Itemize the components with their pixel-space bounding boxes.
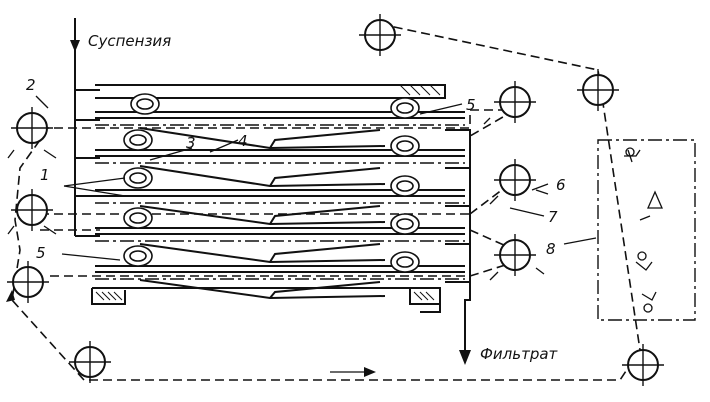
roller-right-1 [494, 81, 536, 123]
suspension-label: Суспензия [88, 32, 171, 50]
callout-1: 1 [40, 166, 50, 184]
left-seal-tubes [123, 93, 160, 267]
roller-right-2 [494, 159, 536, 201]
callout-2: 2 [26, 76, 36, 94]
washer-box [597, 139, 696, 321]
roller-top-right [577, 69, 619, 111]
roller-left-3 [7, 261, 49, 303]
callout-4: 4 [238, 132, 248, 150]
filtrate-label: Фильтрат [480, 345, 559, 363]
callout-6: 6 [556, 176, 566, 194]
roller-bottom-right [622, 344, 664, 386]
roller-top [359, 14, 401, 56]
callout-5-bottom: 5 [36, 244, 46, 262]
callout-8: 8 [546, 240, 556, 258]
roller-right-3 [494, 234, 536, 276]
callout-7: 7 [548, 208, 558, 226]
callout-3: 3 [186, 134, 196, 152]
filter-cloth-belt [11, 23, 641, 381]
roller-left-2 [11, 189, 53, 231]
roller-bottom-left [69, 341, 111, 383]
right-seal-tubes [390, 97, 420, 273]
filtrate-outlet [445, 129, 471, 365]
plate-stack [91, 84, 465, 313]
roller-group [7, 14, 664, 386]
belt-arrows [6, 290, 376, 377]
leader-lines [35, 95, 597, 261]
callout-5-top: 5 [466, 96, 476, 114]
suspension-feed [70, 18, 100, 237]
roller-left-1 [11, 107, 53, 149]
